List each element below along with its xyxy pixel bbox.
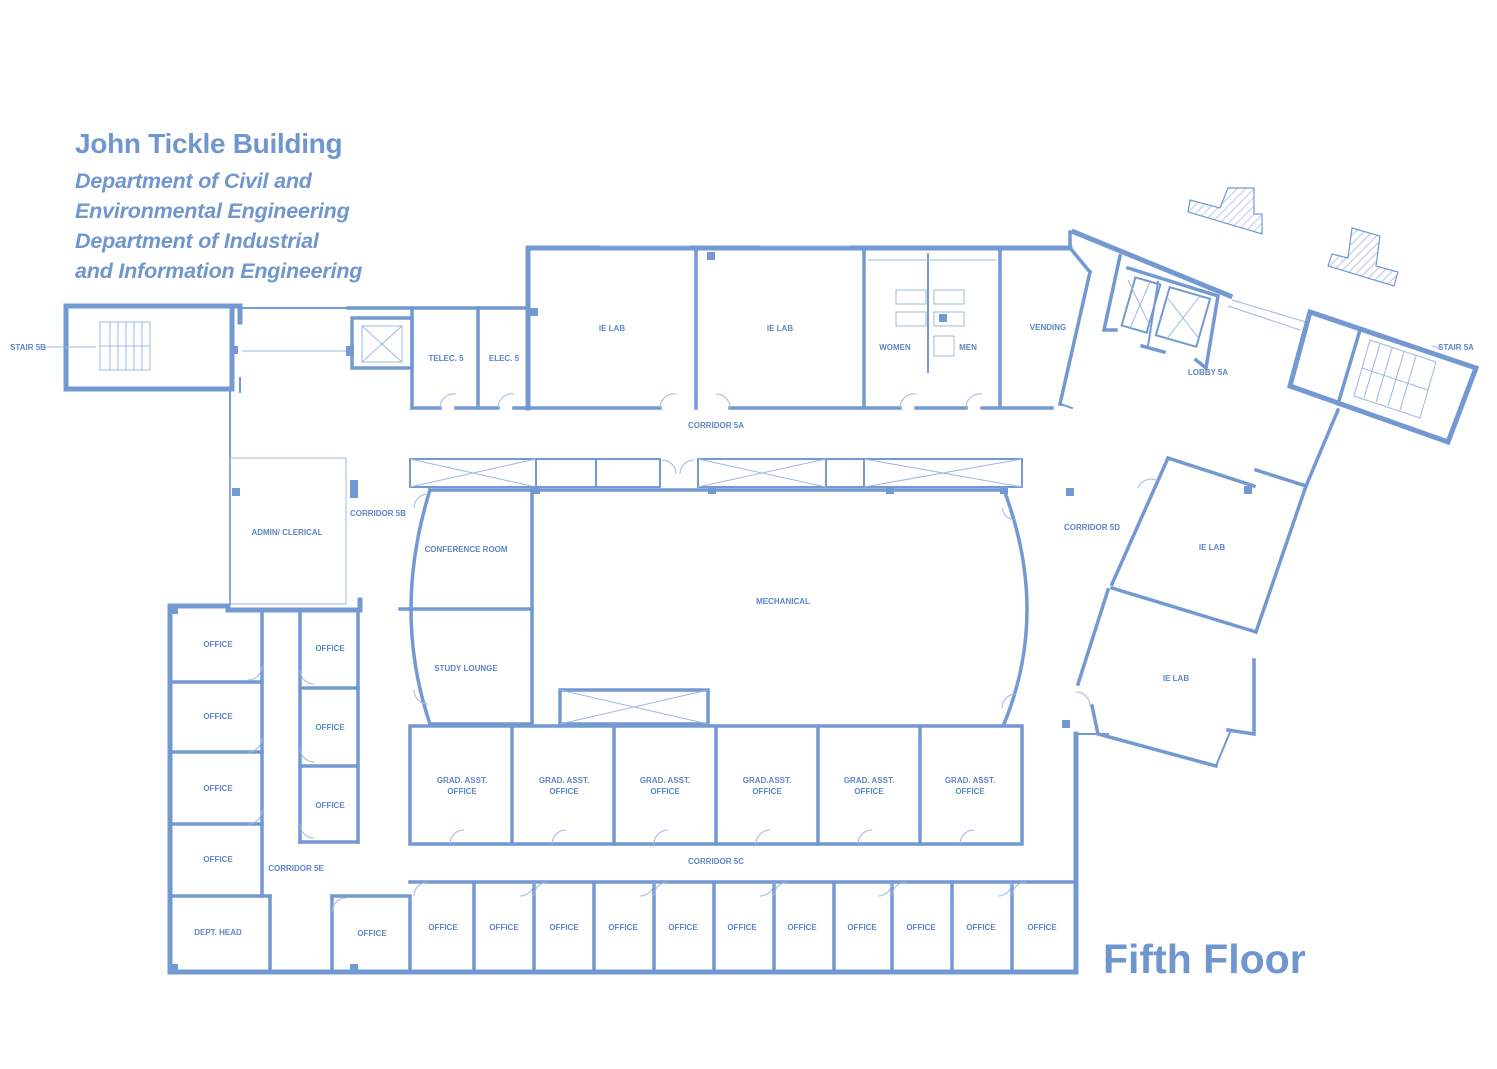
label-office: OFFICE xyxy=(906,923,936,932)
label-grad-asst: GRAD. ASST. xyxy=(640,776,690,785)
label-elec-5: ELEC. 5 xyxy=(489,354,520,363)
label-office: OFFICE xyxy=(203,855,233,864)
label-office: OFFICE xyxy=(315,723,345,732)
label-ie-lab-2: IE LAB xyxy=(767,324,793,333)
label-grad-asst: GRAD. ASST. xyxy=(945,776,995,785)
corridor-5a-cabinets xyxy=(409,458,1023,488)
north-labs xyxy=(525,230,1093,411)
label-men: MEN xyxy=(959,343,977,352)
label-stair-5b: STAIR 5B xyxy=(10,343,46,352)
elevator-block xyxy=(346,246,530,410)
label-office: OFFICE xyxy=(966,923,996,932)
label-office: OFFICE xyxy=(203,640,233,649)
department-line: Department of Industrial xyxy=(75,229,319,253)
columns xyxy=(170,252,1070,972)
label-dept-head: DEPT. HEAD xyxy=(194,928,242,937)
label-office: OFFICE xyxy=(428,923,458,932)
label-corridor-5a: CORRIDOR 5A xyxy=(688,421,744,430)
grad-office-row xyxy=(408,724,1024,846)
label-mechanical: MECHANICAL xyxy=(756,597,810,606)
label-grad-office: OFFICE xyxy=(854,787,884,796)
label-office: OFFICE xyxy=(608,923,638,932)
label-admin-clerical: ADMIN/ CLERICAL xyxy=(251,528,322,537)
label-office: OFFICE xyxy=(489,923,519,932)
label-grad-asst: GRAD. ASST. xyxy=(844,776,894,785)
label-grad-office: OFFICE xyxy=(549,787,579,796)
label-conference-room: CONFERENCE ROOM xyxy=(424,545,507,554)
label-office: OFFICE xyxy=(1027,923,1057,932)
label-grad-office: OFFICE xyxy=(752,787,782,796)
label-grad-asst: GRAD. ASST. xyxy=(437,776,487,785)
title-block: John Tickle Building Department of Civil… xyxy=(75,128,362,286)
east-labs xyxy=(1066,407,1341,769)
building-title: John Tickle Building xyxy=(75,128,343,159)
lobby-5a-block xyxy=(1057,228,1480,446)
label-office: OFFICE xyxy=(315,644,345,653)
label-grad-office: OFFICE xyxy=(955,787,985,796)
label-corridor-5c: CORRIDOR 5C xyxy=(688,857,744,866)
west-wing xyxy=(167,389,412,975)
south-office-row xyxy=(167,731,1109,975)
label-study-lounge: STUDY LOUNGE xyxy=(434,664,498,673)
label-grad-office: OFFICE xyxy=(447,787,477,796)
label-vending: VENDING xyxy=(1030,323,1066,332)
label-office: OFFICE xyxy=(847,923,877,932)
label-ie-lab-1: IE LAB xyxy=(599,324,625,333)
label-lobby-5a: LOBBY 5A xyxy=(1188,368,1229,377)
label-ie-lab-4: IE LAB xyxy=(1163,674,1189,683)
label-corridor-5d: CORRIDOR 5D xyxy=(1064,523,1120,532)
label-office: OFFICE xyxy=(203,712,233,721)
label-ie-lab-3: IE LAB xyxy=(1199,543,1225,552)
door-swings xyxy=(247,393,1157,913)
department-line: Environmental Engineering xyxy=(75,199,350,223)
label-office: OFFICE xyxy=(549,923,579,932)
floor-label: Fifth Floor xyxy=(1103,936,1306,982)
label-office: OFFICE xyxy=(357,929,387,938)
label-grad-asst: GRAD. ASST. xyxy=(539,776,589,785)
label-telec-5: TELEC. 5 xyxy=(428,354,464,363)
department-line: Department of Civil and xyxy=(75,169,312,193)
label-women: WOMEN xyxy=(879,343,911,352)
label-grad-office: OFFICE xyxy=(650,787,680,796)
label-office: OFFICE xyxy=(315,801,345,810)
label-office: OFFICE xyxy=(668,923,698,932)
central-core xyxy=(398,487,1029,727)
label-corridor-5e: CORRIDOR 5E xyxy=(268,864,324,873)
label-stair-5a: STAIR 5A xyxy=(1438,343,1474,352)
label-office: OFFICE xyxy=(727,923,757,932)
label-office: OFFICE xyxy=(787,923,817,932)
stair-5b xyxy=(44,303,243,392)
label-corridor-5b: CORRIDOR 5B xyxy=(350,509,406,518)
label-grad-asst: GRAD.ASST. xyxy=(743,776,791,785)
label-office: OFFICE xyxy=(203,784,233,793)
department-line: and Information Engineering xyxy=(75,259,363,283)
